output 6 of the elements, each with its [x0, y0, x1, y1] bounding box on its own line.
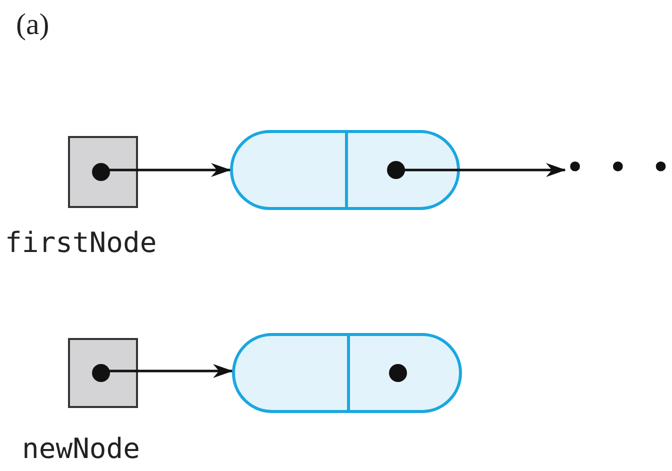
reference-box — [68, 338, 138, 408]
ellipsis: • • • — [565, 148, 672, 188]
variable-name: newNode — [22, 432, 140, 465]
panel-label: (a) — [16, 8, 50, 42]
variable-name: firstNode — [5, 226, 157, 259]
reference-box — [68, 136, 138, 208]
